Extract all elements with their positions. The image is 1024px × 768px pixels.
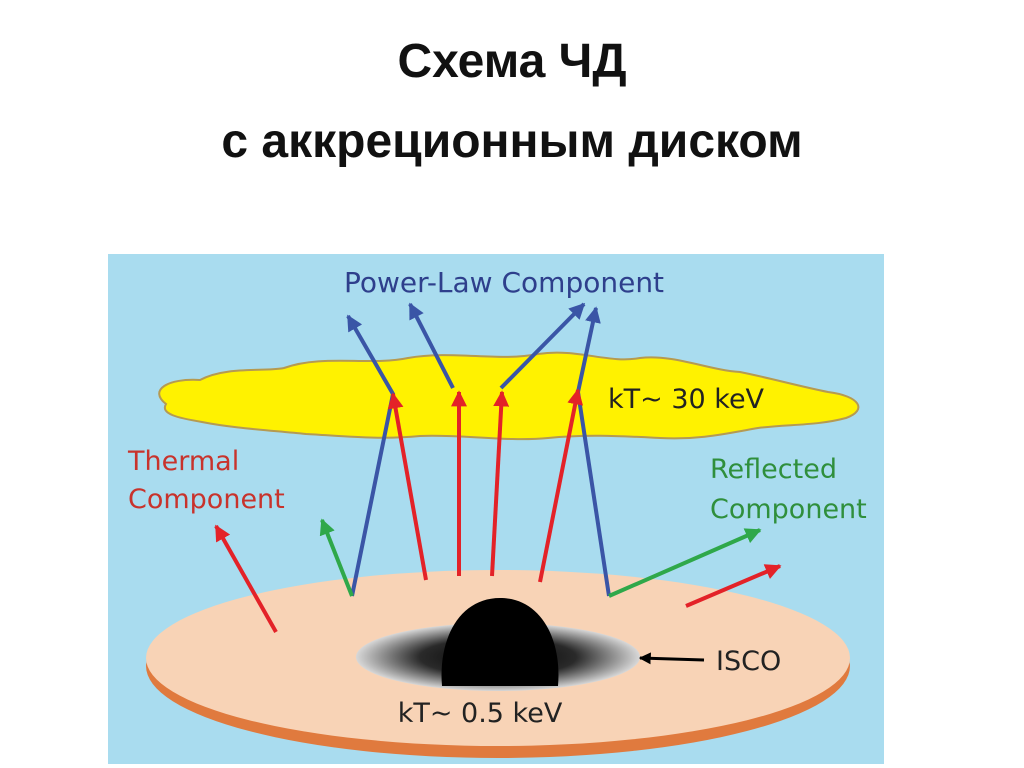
- power-law-label: Power-Law Component: [344, 266, 664, 299]
- disk-temperature-label: kT~ 0.5 keV: [398, 698, 563, 729]
- black-hole: [441, 598, 559, 686]
- corona-temperature-label: kT~ 30 keV: [608, 384, 765, 415]
- reflected-label-line-2: Component: [710, 494, 867, 525]
- isco-pointer: [638, 652, 705, 665]
- reflected-label-line-1: Reflected: [710, 454, 837, 485]
- isco-label: ISCO: [716, 646, 781, 677]
- thermal-rays: [214, 388, 782, 633]
- title-line-2: с аккреционным диском: [221, 115, 803, 168]
- thermal-label-line-1: Thermal: [127, 446, 239, 477]
- thermal-label-line-2: Component: [128, 484, 285, 515]
- reflected-rays: [319, 518, 762, 598]
- black-hole-accretion-diagram: Power-Law Component kT~ 30 keV Thermal C…: [108, 254, 884, 764]
- slide-title: Схема ЧД с аккреционным диском: [0, 22, 1024, 182]
- title-line-1: Схема ЧД: [397, 35, 627, 88]
